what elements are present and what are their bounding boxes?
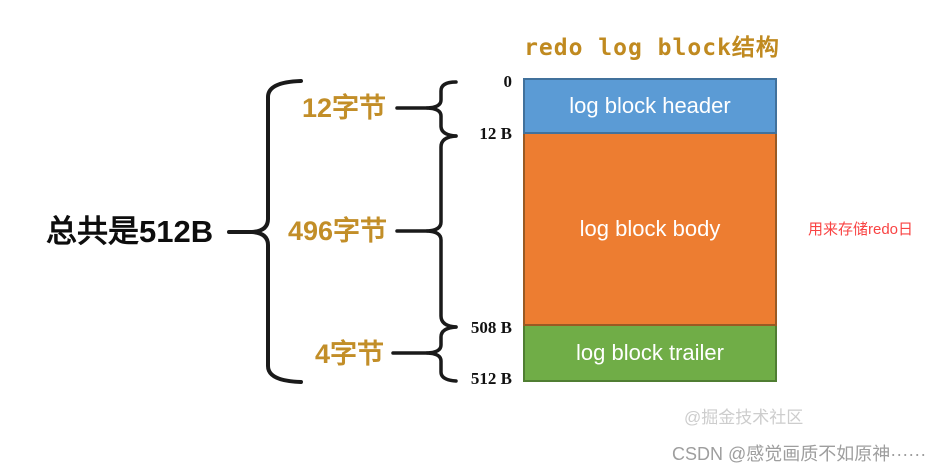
block-stack: log block header log block body log bloc… (523, 78, 777, 382)
size-label-body: 496字节 (288, 216, 388, 246)
offset-512b: 512 B (470, 369, 512, 388)
size-label-header: 12字节 (302, 93, 387, 123)
block-header-label: log block header (569, 93, 731, 118)
watermark-csdn: CSDN @感觉画质不如原神······ (672, 444, 927, 464)
body-brace (425, 134, 458, 329)
block-log-block-header: log block header (523, 78, 777, 134)
block-body-label: log block body (579, 216, 721, 241)
total-size-label: 总共是512B (46, 214, 214, 249)
block-trailer-label: log block trailer (576, 340, 724, 365)
redo-storage-annotation: 用来存储redo日 (808, 221, 914, 238)
diagram-title: redo log block结构 (524, 35, 780, 61)
watermark-juejin: @掘金技术社区 (684, 408, 804, 427)
block-log-block-body: log block body (523, 134, 777, 326)
size-label-trailer: 4字节 (315, 339, 385, 369)
offset-508b: 508 B (470, 318, 512, 337)
offset-0: 0 (503, 72, 513, 91)
offset-12b: 12 B (479, 124, 512, 143)
block-log-block-trailer: log block trailer (523, 326, 777, 382)
